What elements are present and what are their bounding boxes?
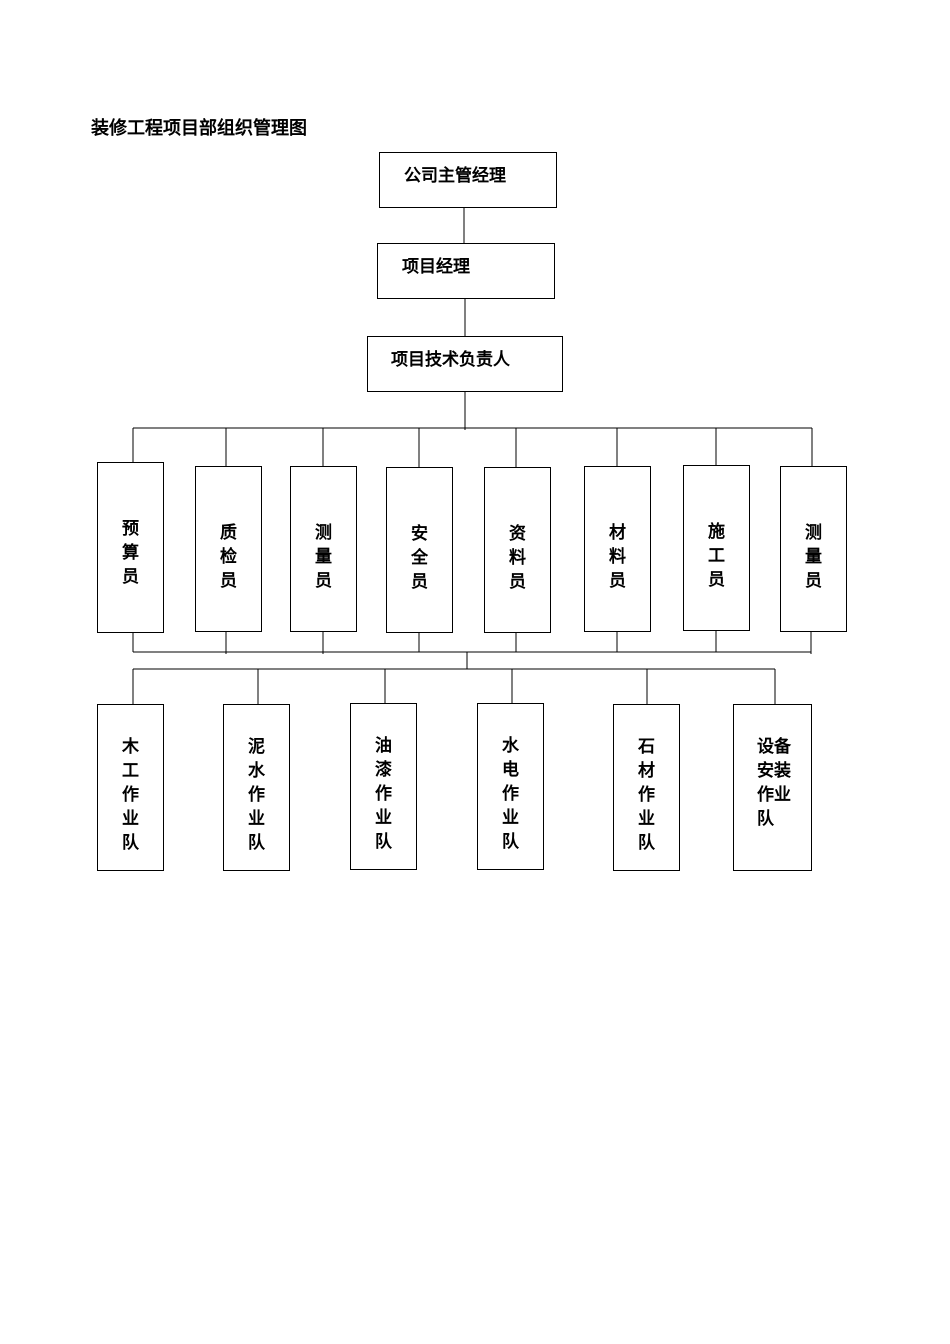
- project-manager-label: 项目经理: [402, 257, 470, 277]
- staff-box-survey: 测 量 员: [290, 466, 357, 632]
- staff-box-survey-2: 测 量 员: [780, 466, 847, 632]
- company-manager-box: 公司主管经理: [379, 152, 557, 208]
- project-manager-box: 项目经理: [377, 243, 555, 299]
- staff-box-safety: 安 全 员: [386, 467, 453, 633]
- staff-label: 测 量 员: [315, 523, 332, 591]
- staff-box-construction: 施 工 员: [683, 465, 750, 631]
- tech-lead-label: 项目技术负责人: [391, 350, 510, 370]
- tech-lead-box: 项目技术负责人: [367, 336, 563, 392]
- team-box-masonry: 泥 水 作 业 队: [223, 704, 290, 871]
- team-box-carpentry: 木 工 作 业 队: [97, 704, 164, 871]
- team-label: 木 工 作 业 队: [122, 737, 139, 853]
- staff-label: 材 料 员: [609, 523, 626, 591]
- staff-label: 资 料 员: [509, 524, 526, 592]
- staff-box-budget: 预 算 员: [97, 462, 164, 633]
- staff-label: 安 全 员: [411, 524, 428, 592]
- team-box-painting: 油 漆 作 业 队: [350, 703, 417, 870]
- team-box-stone: 石 材 作 业 队: [613, 704, 680, 871]
- company-manager-label: 公司主管经理: [404, 166, 506, 186]
- staff-label: 施 工 员: [708, 522, 725, 590]
- staff-box-material: 材 料 员: [584, 466, 651, 632]
- staff-box-quality: 质 检 员: [195, 466, 262, 632]
- staff-box-document: 资 料 员: [484, 467, 551, 633]
- page-title: 装修工程项目部组织管理图: [91, 118, 307, 139]
- team-label: 泥 水 作 业 队: [248, 737, 265, 853]
- team-box-equipment-install: 设备 安装 作业 队: [733, 704, 812, 871]
- team-label: 石 材 作 业 队: [638, 737, 655, 853]
- staff-label: 测 量 员: [805, 523, 822, 591]
- team-label: 油 漆 作 业 队: [375, 736, 392, 852]
- staff-label: 质 检 员: [220, 523, 237, 591]
- team-box-plumbing-electrical: 水 电 作 业 队: [477, 703, 544, 870]
- team-label: 设备 安装 作业 队: [757, 737, 791, 829]
- staff-label: 预 算 员: [122, 519, 139, 587]
- team-label: 水 电 作 业 队: [502, 736, 519, 852]
